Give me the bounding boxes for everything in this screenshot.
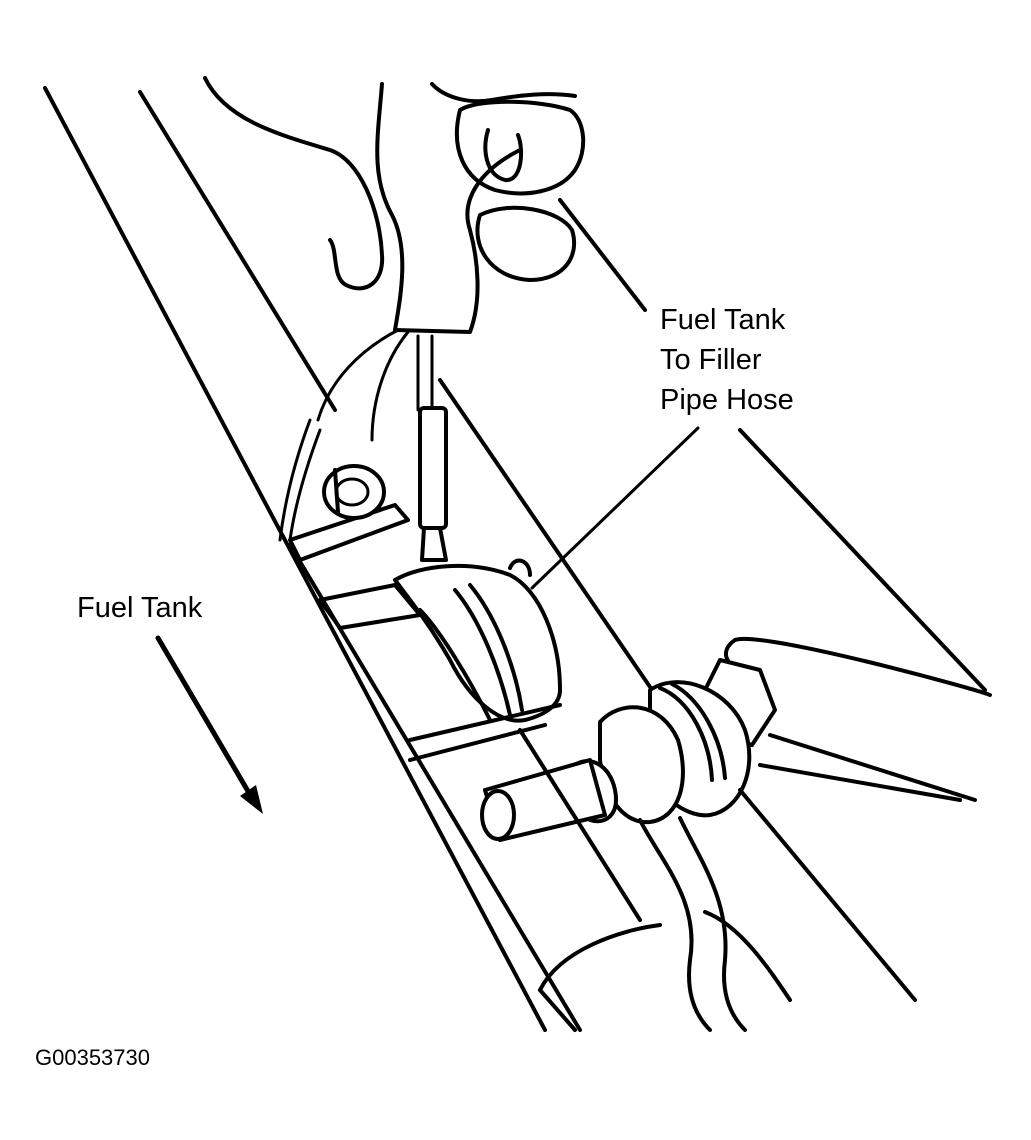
pipe-fitting bbox=[480, 636, 992, 842]
fuel-tank-arrow bbox=[155, 635, 263, 814]
hose-clamp-assembly bbox=[318, 558, 562, 762]
hose-callout-label: Fuel Tank To Filler Pipe Hose bbox=[660, 300, 794, 420]
figure-id-label: G00353730 bbox=[35, 1045, 150, 1070]
fuel-tank-callout-label: Fuel Tank bbox=[77, 592, 203, 624]
hose-callout-line-3: Pipe Hose bbox=[660, 384, 794, 416]
hose-leader-line bbox=[530, 426, 700, 590]
hand-with-tool bbox=[203, 76, 586, 562]
mounting-bolt bbox=[288, 464, 410, 562]
lower-tank-features bbox=[518, 728, 917, 1032]
tank-edge-lines bbox=[43, 86, 987, 1032]
hose-callout-line-1: Fuel Tank bbox=[660, 304, 786, 336]
hose-callout-line-2: To Filler bbox=[660, 344, 762, 376]
